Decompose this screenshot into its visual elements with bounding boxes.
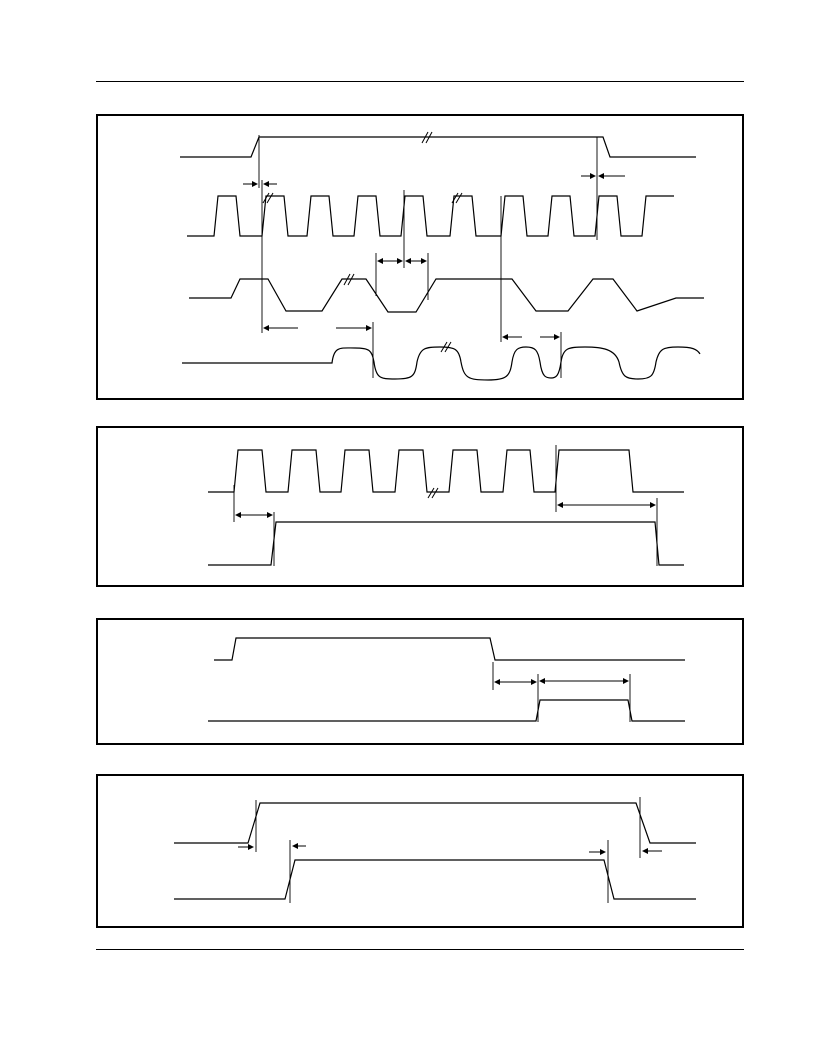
panel-2-timing-arrow xyxy=(235,512,273,518)
panel-4-timing-arrow xyxy=(589,849,606,855)
header-rule xyxy=(96,81,744,82)
panel-1-signal-4-break-mark xyxy=(440,341,452,353)
panel-2-signal-1-break-mark xyxy=(427,487,439,499)
timing-diagram-panel-1 xyxy=(96,114,744,400)
panel-1-timing-arrow xyxy=(377,258,427,264)
panel-1-timing-arrow xyxy=(502,334,560,340)
panel-4-signal-2-waveform xyxy=(174,859,696,900)
panel-4-timing-arrow xyxy=(292,843,306,849)
panel-1-signal-1-break-mark xyxy=(421,131,433,144)
panel-1-signal-3-break-mark xyxy=(343,273,355,286)
panel-1-waveforms xyxy=(180,131,704,381)
panel-1-signal-1-waveform xyxy=(180,136,696,158)
timing-diagram-panel-2 xyxy=(96,426,744,587)
panel-1-signal-3-waveform xyxy=(189,278,704,313)
panel-2-timing-arrow xyxy=(557,502,656,508)
panel-3-signal-1-waveform xyxy=(214,637,685,661)
panel-1-timing-arrow xyxy=(581,173,625,179)
panel-4-waveforms xyxy=(174,797,696,903)
panel-2-signal-1-waveform xyxy=(208,449,684,493)
panel-1-timing-arrow xyxy=(263,325,372,331)
panel-1-signal-2-waveform xyxy=(187,195,674,237)
panel-3-timing-arrow xyxy=(539,678,629,684)
panel-3-waveforms xyxy=(208,637,685,722)
timing-diagram-panel-4 xyxy=(96,774,744,928)
panel-2-signal-2-waveform xyxy=(208,521,684,566)
panel-4-timing-arrow xyxy=(642,848,662,854)
panel-4-timing-arrow xyxy=(238,844,254,850)
panel-4-signal-1-waveform xyxy=(174,802,696,844)
panel-1-timing-arrow xyxy=(243,181,277,187)
panel-3-signal-2-waveform xyxy=(208,699,685,722)
footer-rule xyxy=(96,949,744,950)
panel-2-waveforms xyxy=(208,445,684,566)
panel-3-timing-arrow xyxy=(494,679,537,685)
panel-1-signal-2-break-marks xyxy=(262,192,463,204)
timing-diagram-panel-3 xyxy=(96,618,744,745)
panel-1-signal-4-waveform xyxy=(182,346,701,381)
